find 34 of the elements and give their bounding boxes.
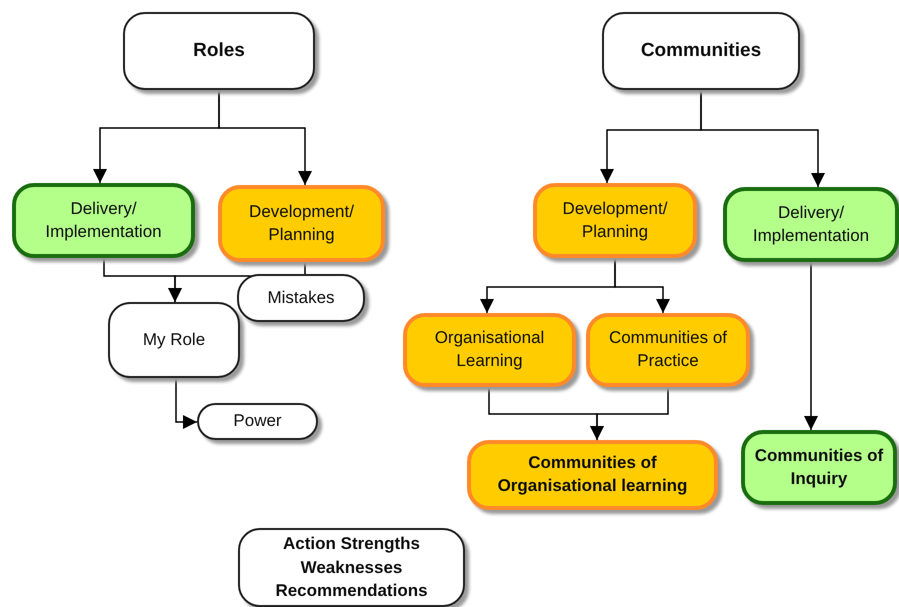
node-label: Power <box>233 410 282 432</box>
process-box <box>12 183 195 258</box>
node-label: Organisational Learning <box>434 327 546 372</box>
heading-text: Communities <box>640 39 762 64</box>
process-box <box>197 403 318 440</box>
connector-arrow <box>614 258 670 313</box>
connector-arrow <box>218 90 312 185</box>
heading-text: Communities of Inquiry <box>754 444 884 490</box>
title-box <box>602 12 800 90</box>
process-box <box>586 313 750 387</box>
process-box <box>108 302 240 378</box>
process-box <box>403 313 576 387</box>
connector-arrow <box>590 387 669 440</box>
node-label: Delivery/ Implementation <box>44 198 163 242</box>
process-box <box>467 440 718 510</box>
title-box <box>123 12 315 90</box>
process-box <box>723 187 899 262</box>
process-box <box>533 183 697 258</box>
connector-arrow <box>700 90 825 187</box>
node-label: My Role <box>142 328 206 351</box>
node-label: Mistakes <box>267 286 335 309</box>
node-label: Communities of Practice <box>608 327 728 372</box>
connector-arrow <box>175 378 197 429</box>
process-box <box>741 430 897 505</box>
heading-text: Action Strengths Weaknesses Recommendations <box>274 532 429 602</box>
note-box <box>238 528 465 607</box>
node-label: Development/ Planning <box>248 200 355 246</box>
heading-text: Roles <box>193 39 245 64</box>
process-box <box>218 185 385 262</box>
node-label: Delivery/ Implementation <box>752 202 870 246</box>
connector-arrow <box>804 262 818 430</box>
heading-text: Communities of Organisational learning <box>496 452 688 497</box>
process-box <box>237 274 365 322</box>
node-label: Development/ Planning <box>562 198 668 242</box>
